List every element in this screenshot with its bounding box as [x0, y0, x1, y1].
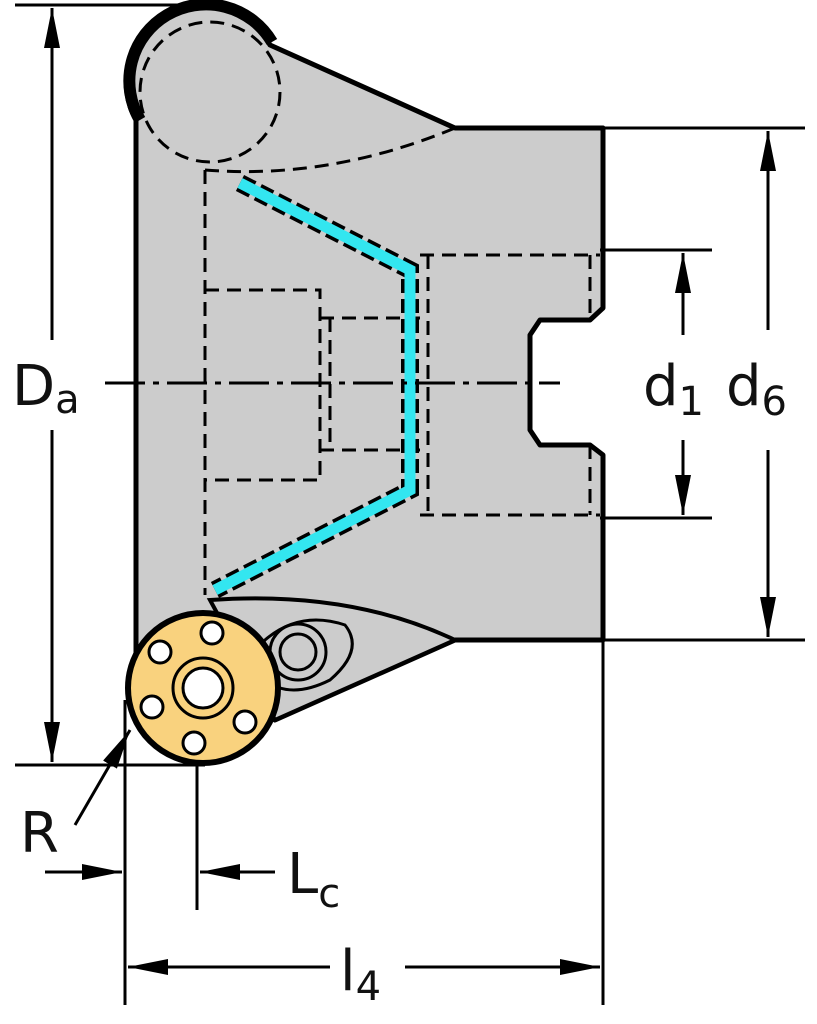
- label-R: R: [20, 801, 59, 866]
- dimension-lines: [15, 5, 805, 1005]
- label-l4: l4: [340, 939, 381, 1010]
- label-d1: d1: [643, 354, 704, 425]
- round-insert: [125, 610, 281, 766]
- hidden-lines: [138, 20, 600, 595]
- label-d6: d6: [726, 354, 787, 425]
- label-Lc: Lc: [287, 842, 340, 917]
- top-insert-edge: [123, 0, 278, 124]
- label-Da: Da: [12, 354, 80, 423]
